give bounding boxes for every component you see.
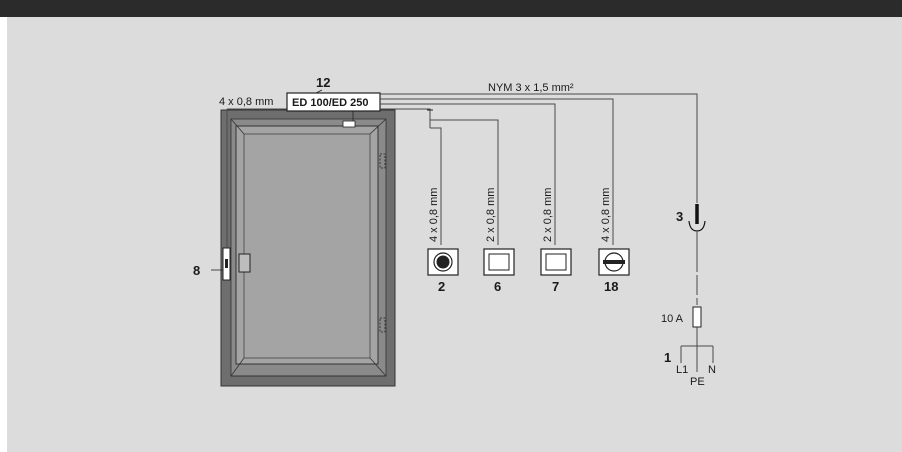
switch-box-icon: [540, 248, 572, 276]
mains-cable-label: NYM 3 x 1,5 mm²: [488, 82, 574, 94]
door-contact-number: 8: [193, 263, 200, 278]
junction-hook-curve: [688, 220, 706, 232]
wire-device-6: [430, 119, 499, 245]
door-bevel-br: [369, 357, 387, 377]
drive-unit: 4 x 0,8 mm ED 100/ED 250 12: [219, 75, 381, 248]
hinge-bottom-icon: [379, 317, 386, 333]
device-number-2: 2: [438, 279, 445, 294]
door-handle: [238, 253, 251, 273]
supply-n-label: N: [708, 364, 716, 376]
door-bevel-tr: [369, 118, 387, 135]
door-bevel-tl: [230, 118, 245, 135]
drive-arm-bracket: [342, 120, 356, 128]
top-bar: [0, 0, 902, 17]
drive-unit-label: ED 100/ED 250: [292, 97, 368, 109]
cable-label-device-6: 2 x 0,8 mm: [485, 188, 497, 242]
hinge-top-icon: [379, 153, 386, 169]
cable-label-device-2: 4 x 0,8 mm: [428, 188, 440, 242]
switch-box-icon: [483, 248, 515, 276]
mains-wiring: NYM 3 x 1,5 mm² 3 10 A 1 L1 N PE: [380, 82, 716, 388]
door-contact-magnet: [225, 259, 228, 268]
wire-device-18: [380, 98, 614, 245]
device-number-18: 18: [604, 279, 618, 294]
fuse-label: 10 A: [661, 313, 684, 325]
device-number-6: 6: [494, 279, 501, 294]
door-illustration: 8: [193, 109, 396, 387]
wire-trunk: [380, 108, 431, 128]
device-number-7: 7: [552, 279, 559, 294]
drive-unit-box: [286, 92, 381, 112]
door-bevel-bl: [230, 357, 245, 377]
supply-pe-label: PE: [690, 376, 705, 388]
junction-number: 3: [676, 209, 683, 224]
cable-label-device-7: 2 x 0,8 mm: [542, 188, 554, 242]
door-leaf-panel: [243, 133, 371, 359]
drive-unit-number: 12: [316, 75, 330, 90]
key-switch-icon: [598, 248, 630, 276]
drive-unit-leader: [315, 89, 323, 94]
diagram-panel: [7, 17, 902, 452]
supply-number: 1: [664, 350, 671, 365]
push-button-icon: [427, 248, 459, 276]
wire-device-7: [380, 103, 556, 245]
wire-device-2: [430, 127, 442, 245]
mains-cable: [380, 93, 698, 203]
supply-l1-label: L1: [676, 364, 688, 376]
cable-label-device-18: 4 x 0,8 mm: [600, 188, 612, 242]
device-wiring: [380, 98, 614, 245]
drive-cable-left-label: 4 x 0,8 mm: [219, 96, 273, 108]
fuse-icon: [692, 306, 702, 328]
